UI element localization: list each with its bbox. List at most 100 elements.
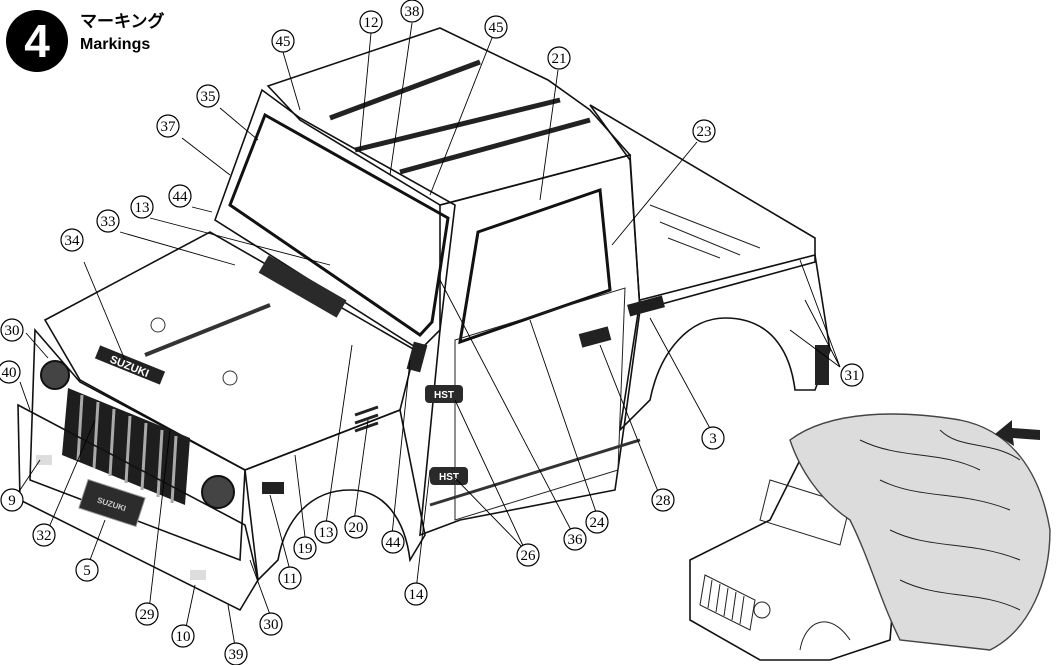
callout-circle bbox=[359, 10, 383, 34]
callout-circle bbox=[278, 566, 302, 590]
direction-arrow bbox=[995, 420, 1040, 446]
callout-c31: 31 bbox=[840, 363, 864, 387]
callout-c28: 28 bbox=[651, 488, 675, 512]
hood-pin-2 bbox=[222, 370, 238, 386]
callout-circle bbox=[701, 426, 725, 450]
hood-pin-1 bbox=[150, 317, 166, 333]
callout-c30a: 30 bbox=[0, 318, 24, 342]
callout-c45b: 45 bbox=[484, 15, 508, 39]
fender-badge-upper bbox=[425, 385, 463, 403]
callout-circle bbox=[344, 515, 368, 539]
cab-corner-light bbox=[627, 295, 665, 317]
callout-c19: 19 bbox=[293, 536, 317, 560]
callout-label: 36 bbox=[568, 532, 584, 548]
fog-light-left bbox=[36, 455, 52, 465]
callout-circle bbox=[135, 602, 159, 626]
protective-cloth bbox=[789, 413, 1051, 651]
callout-c36: 36 bbox=[563, 527, 587, 551]
callout-circle bbox=[0, 488, 24, 512]
callout-c21: 21 bbox=[547, 46, 571, 70]
callout-c24: 24 bbox=[585, 510, 609, 534]
callout-label: 40 bbox=[2, 365, 17, 381]
callout-c44a: 44 bbox=[168, 184, 192, 208]
callout-label: 45 bbox=[276, 34, 291, 50]
callout-label: 21 bbox=[552, 51, 567, 67]
callout-circle bbox=[293, 536, 317, 560]
callout-label: 30 bbox=[264, 617, 279, 633]
callout-circle bbox=[404, 582, 428, 606]
callout-label: 24 bbox=[590, 515, 606, 531]
callout-label: 31 bbox=[845, 368, 860, 384]
callout-label: 38 bbox=[405, 4, 420, 20]
callout-c39: 39 bbox=[224, 642, 248, 665]
cloth-folds bbox=[859, 429, 1021, 611]
callout-label: 14 bbox=[409, 587, 425, 603]
hood-logo-plate bbox=[94, 345, 166, 385]
roof-stripe-1 bbox=[329, 59, 481, 121]
callout-label: 44 bbox=[173, 189, 189, 205]
step-title-english: Markings bbox=[80, 36, 151, 53]
callout-label: 26 bbox=[521, 548, 537, 564]
callout-c37: 37 bbox=[156, 114, 180, 138]
callout-label: 35 bbox=[201, 89, 216, 105]
callout-circle bbox=[651, 488, 675, 512]
callout-c11: 11 bbox=[278, 566, 302, 590]
front-face bbox=[29, 327, 246, 562]
callout-label: 20 bbox=[349, 520, 364, 536]
front-bumper bbox=[17, 403, 259, 612]
license-plate bbox=[78, 478, 146, 528]
callout-circle bbox=[60, 228, 84, 252]
callout-label: 13 bbox=[319, 525, 334, 541]
callout-circle bbox=[96, 209, 120, 233]
door-outline bbox=[454, 287, 626, 521]
front-fender bbox=[244, 408, 426, 582]
left-headlight bbox=[40, 360, 70, 390]
roof-stripe-3 bbox=[399, 117, 591, 175]
right-headlight bbox=[201, 475, 235, 509]
callout-circle bbox=[547, 46, 571, 70]
callout-c34: 34 bbox=[60, 228, 84, 252]
callout-c3: 3 bbox=[701, 426, 725, 450]
callout-label: 28 bbox=[656, 493, 671, 509]
hood-vent bbox=[258, 255, 347, 318]
side-stripe bbox=[429, 438, 641, 507]
callout-label: 3 bbox=[709, 431, 717, 447]
callout-circle bbox=[196, 84, 220, 108]
callout-circle bbox=[75, 558, 99, 582]
callout-circle bbox=[259, 612, 283, 636]
callout-label: 11 bbox=[283, 571, 297, 587]
callout-label: 5 bbox=[83, 563, 91, 579]
fog-light-right bbox=[190, 570, 206, 580]
inset-covered-body bbox=[689, 413, 1051, 661]
callout-circle bbox=[840, 363, 864, 387]
callout-c20: 20 bbox=[344, 515, 368, 539]
callout-circle bbox=[314, 520, 338, 544]
callout-c26: 26 bbox=[516, 543, 540, 567]
callout-circle bbox=[32, 523, 56, 547]
fender-vents bbox=[354, 405, 379, 433]
callout-c40: 40 bbox=[0, 360, 21, 384]
callout-label: 30 bbox=[5, 323, 20, 339]
callout-c30b: 30 bbox=[259, 612, 283, 636]
callout-circle bbox=[516, 543, 540, 567]
callout-label: 37 bbox=[161, 119, 177, 135]
callout-c5: 5 bbox=[75, 558, 99, 582]
callout-label: 39 bbox=[229, 647, 244, 663]
callout-circle bbox=[130, 195, 154, 219]
fender-badge-lower-text: HST bbox=[439, 472, 459, 483]
side-window-glass bbox=[458, 187, 612, 345]
callout-label: 12 bbox=[364, 15, 379, 31]
callout-label: 10 bbox=[176, 629, 191, 645]
callout-c32: 32 bbox=[32, 523, 56, 547]
front-grille bbox=[62, 388, 190, 505]
callout-circle bbox=[563, 527, 587, 551]
door-handle bbox=[578, 326, 612, 348]
hood-stripe bbox=[144, 303, 271, 357]
callout-label: 13 bbox=[135, 200, 150, 216]
callout-circle bbox=[171, 624, 195, 648]
callout-c45a: 45 bbox=[271, 29, 295, 53]
callout-label: 19 bbox=[298, 541, 313, 557]
